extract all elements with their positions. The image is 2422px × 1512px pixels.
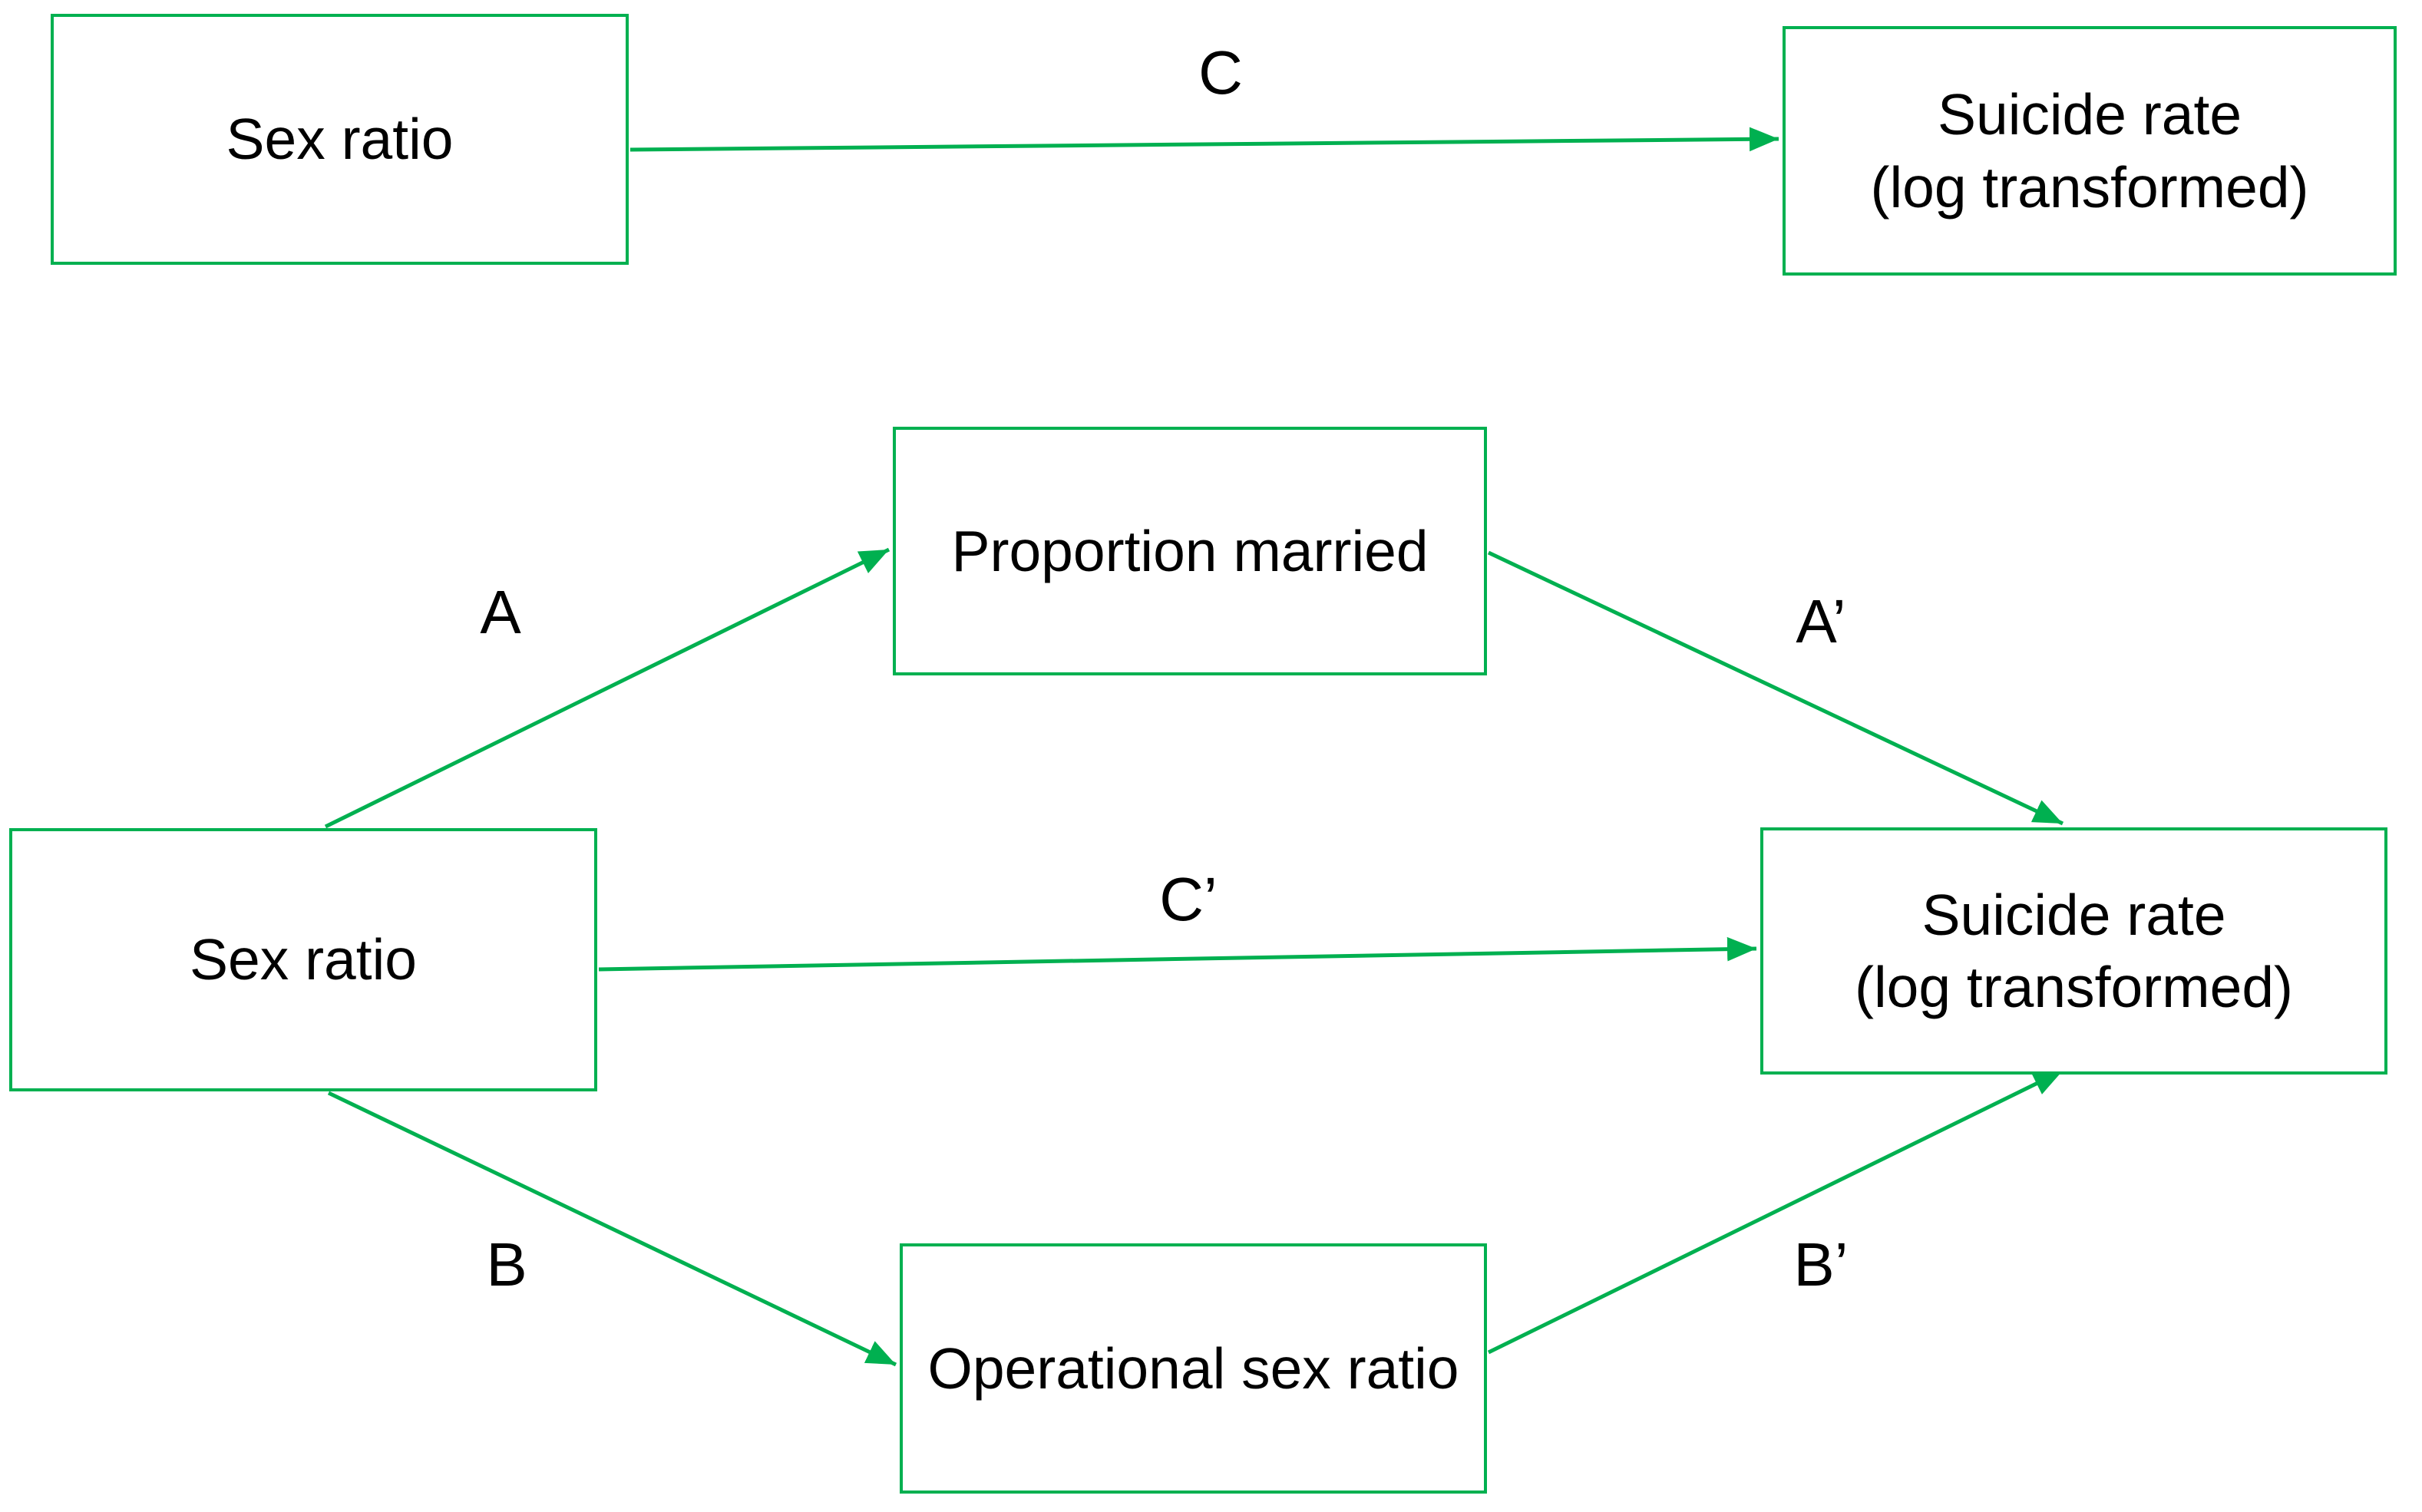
arrow-b-prime xyxy=(1487,1068,2064,1355)
node-label-line1: Suicide rate xyxy=(1921,882,2226,947)
path-label-b: B xyxy=(486,1230,527,1299)
path-label-c-prime: C’ xyxy=(1159,865,1218,933)
node-label-line2: (log transformed) xyxy=(1854,955,2294,1019)
node-proportion-married: Proportion married xyxy=(893,427,1487,675)
node-suicide-rate: Suicide rate (log transformed) xyxy=(1760,827,2387,1075)
node-label-line1: Suicide rate xyxy=(1937,82,2242,147)
node-operational-sex-ratio: Operational sex ratio xyxy=(900,1243,1487,1494)
path-label-a-prime: A’ xyxy=(1796,587,1846,655)
node-label-line2: (log transformed) xyxy=(1870,154,2309,220)
node-label: Sex ratio xyxy=(190,927,417,992)
arrow-c xyxy=(629,127,1779,152)
path-label-c: C xyxy=(1198,38,1243,107)
node-label: Sex ratio xyxy=(226,107,454,172)
path-label-b-prime: B’ xyxy=(1793,1230,1849,1299)
node-suicide-rate-total: Suicide rate (log transformed) xyxy=(1783,26,2397,276)
node-label: Operational sex ratio xyxy=(927,1335,1459,1401)
arrow-a-prime xyxy=(1487,550,2064,826)
node-sex-ratio-total: Sex ratio xyxy=(51,14,629,265)
path-label-a: A xyxy=(480,578,521,646)
node-sex-ratio: Sex ratio xyxy=(9,828,597,1091)
node-label: Proportion married xyxy=(951,518,1429,583)
arrow-a xyxy=(324,547,890,829)
arrow-c-prime xyxy=(598,936,1757,972)
arrow-b xyxy=(327,1091,897,1367)
